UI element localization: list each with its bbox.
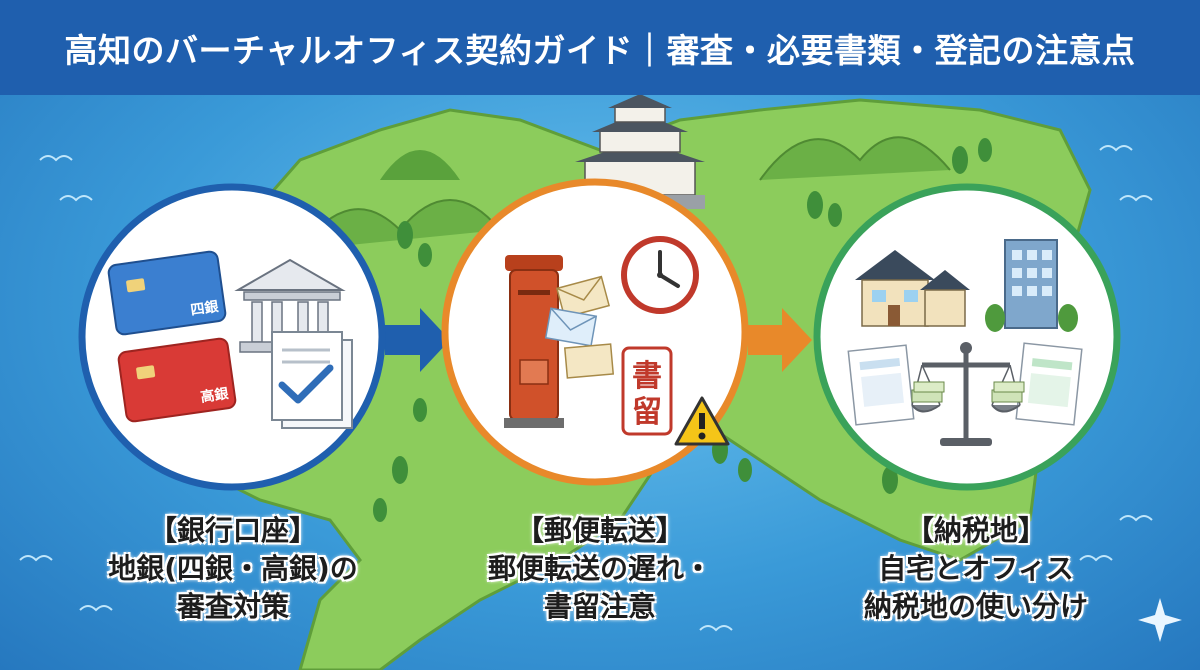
sparkle-icon [1138, 598, 1182, 642]
arrow-orange [748, 308, 812, 372]
warning-icon [674, 396, 730, 446]
stamp-char-1: 書 [632, 359, 662, 394]
mountains-east [759, 136, 951, 181]
mountain-peak [380, 150, 460, 180]
page-title: 高知のバーチャルオフィス契約ガイド｜審査・必要書類・登記の注意点 [64, 30, 1136, 70]
caption-line: 書留注意 [543, 590, 656, 623]
house-icon [855, 250, 970, 327]
card-icon: 高銀 [117, 337, 237, 423]
envelope-icon [544, 275, 615, 379]
caption-mail-forwarding: 【郵便転送】 郵便転送の遅れ・ 書留注意 [430, 512, 770, 626]
clock-icon [621, 236, 699, 314]
stamp-char-2: 留 [632, 395, 662, 430]
postbox-icon [504, 255, 564, 428]
tax-forms-icon [847, 342, 1083, 426]
trees [373, 138, 992, 522]
caption-heading: 【郵便転送】 [515, 514, 684, 547]
caption-line: 納税地の使い分け [863, 590, 1088, 623]
caption-bank-account: 【銀行口座】 地銀(四銀・高銀)の 審査対策 [63, 512, 403, 626]
caption-line: 審査対策 [176, 590, 289, 623]
caption-line: 郵便転送の遅れ・ [487, 552, 712, 585]
office-building-icon [985, 239, 1078, 332]
document-check-icon [271, 331, 353, 429]
caption-line: 自宅とオフィス [878, 552, 1074, 585]
title-banner: 高知のバーチャルオフィス契約ガイド｜審査・必要書類・登記の注意点 [0, 0, 1200, 95]
caption-tax-location: 【納税地】 自宅とオフィス 納税地の使い分け [806, 512, 1146, 626]
caption-heading: 【納税地】 [905, 514, 1046, 547]
caption-heading: 【銀行口座】 [148, 514, 317, 547]
card-label-kougin: 高銀 [199, 385, 229, 406]
card-icon: 四銀 [107, 250, 227, 336]
registered-mail-stamp: 書 留 [621, 346, 673, 436]
card-label-shigin: 四銀 [189, 298, 219, 319]
money-icon [911, 381, 1025, 403]
arrow-blue [385, 308, 450, 372]
caption-line: 地銀(四銀・高銀)の [108, 552, 358, 585]
